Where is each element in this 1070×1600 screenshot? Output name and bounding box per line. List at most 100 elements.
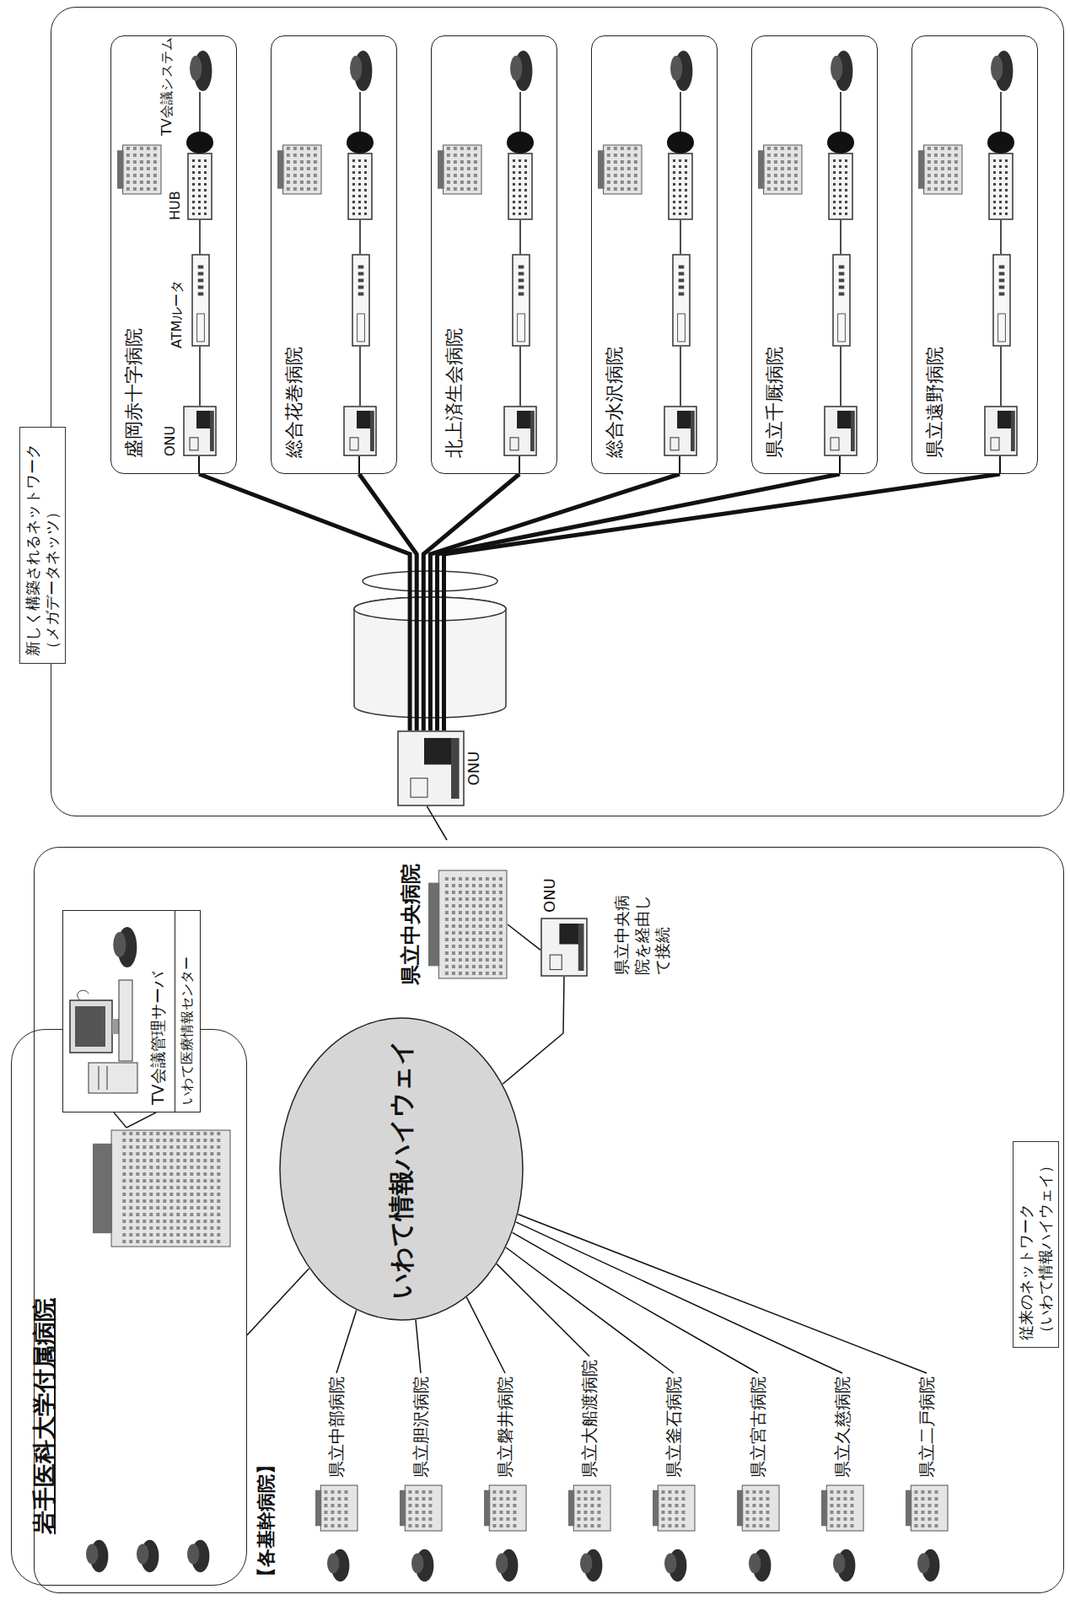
connector-line — [444, 473, 1001, 731]
drawing-part — [596, 1489, 601, 1494]
drawing-part — [182, 1138, 187, 1142]
drawing-part — [1000, 346, 1002, 406]
drawing-part — [672, 200, 676, 204]
drawing-part — [183, 406, 216, 456]
drawing-part — [677, 313, 686, 342]
drawing-part — [472, 930, 476, 935]
drawing-part — [337, 1489, 341, 1494]
drawing-part — [192, 212, 195, 216]
drawing-part — [421, 1523, 425, 1528]
drawing-part — [169, 1131, 173, 1135]
drawing-part — [408, 1503, 412, 1507]
drawing-part — [313, 180, 318, 184]
drawing-part — [993, 165, 996, 168]
drawing-part — [364, 177, 367, 180]
drawing-part — [499, 971, 503, 975]
drawing-part — [667, 1489, 672, 1494]
drawing-part — [327, 1553, 339, 1574]
drawing-part — [337, 1496, 341, 1501]
drawing-part — [182, 1165, 187, 1169]
drawing-part — [518, 165, 522, 168]
drawing-part — [905, 1489, 912, 1527]
drawing-part — [559, 923, 581, 945]
drawing-part — [149, 1212, 153, 1216]
drawing-part — [142, 1165, 146, 1169]
drawing-part — [678, 285, 685, 290]
drawing-part — [126, 180, 130, 184]
drawing-part — [661, 1523, 665, 1528]
drawing-part — [451, 937, 456, 941]
drawing-part — [458, 957, 463, 962]
drawing-part — [192, 165, 195, 168]
drawing-part — [176, 1219, 180, 1223]
drawing-part — [192, 194, 195, 198]
drawing-part — [451, 971, 456, 975]
drawing-part — [684, 206, 688, 210]
drawing-part — [927, 173, 931, 178]
drawing-part — [485, 944, 490, 948]
drawing-part — [203, 1185, 207, 1189]
drawing-part — [989, 153, 1013, 220]
drawing-part — [765, 1489, 769, 1494]
drawing-part — [446, 173, 451, 178]
drawing-part — [485, 964, 490, 968]
drawing-part — [499, 890, 503, 894]
drawing-part — [142, 1145, 146, 1149]
drawing-part — [204, 194, 207, 198]
drawing-part — [129, 1219, 133, 1223]
drawing-part — [358, 456, 361, 474]
drawing-part — [1005, 200, 1008, 204]
drawing-part — [122, 1199, 126, 1203]
drawing-part — [187, 1543, 199, 1565]
drawing-part — [984, 406, 1017, 456]
drawing-part — [999, 159, 1002, 162]
drawing-part — [664, 406, 697, 456]
drawing-part — [414, 1516, 419, 1521]
drawing-part — [620, 153, 624, 157]
drawing-part — [672, 206, 676, 210]
drawing-part — [458, 897, 463, 901]
drawing-part — [999, 165, 1002, 168]
drawing-part — [446, 146, 451, 151]
drawing-part — [787, 173, 791, 178]
drawing-part — [472, 924, 476, 928]
drawing-part — [129, 1185, 133, 1189]
drawing-part — [465, 937, 469, 941]
drawing-part — [510, 50, 533, 92]
drawing-part — [155, 1145, 160, 1149]
drawing-part — [337, 1516, 341, 1521]
drawing-part — [458, 930, 463, 935]
drawing-part — [596, 1523, 601, 1528]
drawing-part — [192, 254, 210, 346]
drawing-part — [934, 187, 938, 191]
drawing-part — [198, 456, 200, 474]
drawing-part — [954, 180, 958, 184]
drawing-part — [674, 1503, 678, 1507]
drawing-part — [458, 890, 463, 894]
drawing-part — [370, 410, 375, 452]
drawing-part — [833, 171, 836, 174]
drawing-part — [478, 964, 483, 968]
drawing-part — [352, 200, 355, 204]
drawing-part — [451, 890, 456, 894]
drawing-part — [344, 1503, 348, 1507]
drawing-part — [458, 903, 463, 908]
drawing-part — [758, 1523, 763, 1528]
drawing-part — [176, 1131, 180, 1135]
drawing-part — [607, 187, 611, 191]
drawing-part — [934, 1496, 938, 1501]
drawing-part — [947, 153, 952, 157]
drawing-part — [203, 1225, 207, 1230]
drawing-part — [596, 1510, 601, 1514]
drawing-part — [774, 146, 778, 151]
drawing-part — [196, 1151, 200, 1156]
drawing-part — [445, 903, 449, 908]
drawing-part — [445, 924, 449, 928]
drawing-part — [947, 146, 952, 151]
drawing-part — [518, 177, 522, 180]
drawing-part — [437, 145, 482, 194]
drawing-part — [182, 1212, 187, 1216]
drawing-part — [204, 182, 207, 186]
drawing-part — [993, 194, 996, 198]
onu-device: ONU — [540, 877, 588, 977]
